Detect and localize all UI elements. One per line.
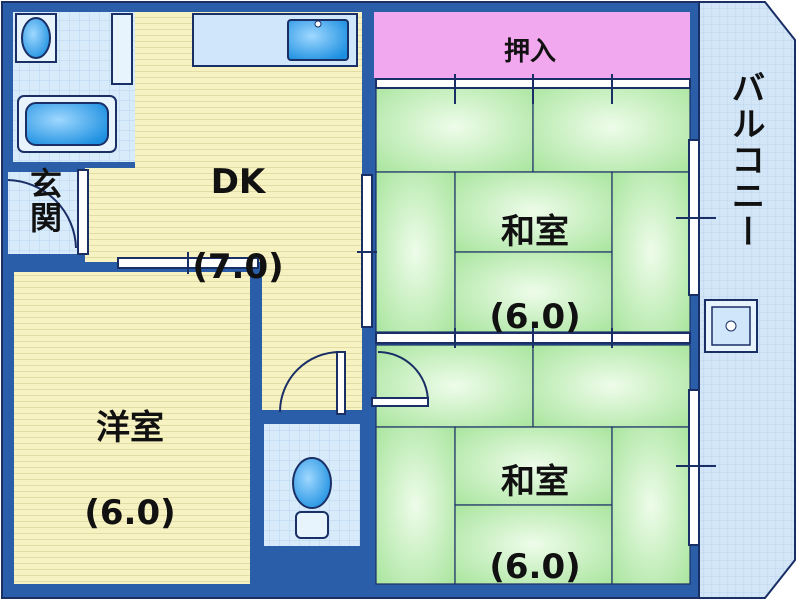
window-top	[676, 139, 716, 296]
fusuma-between-japanese-rooms	[375, 328, 691, 348]
fusuma-dk-japanese	[357, 174, 377, 328]
kitchen-sink-icon	[287, 19, 349, 61]
western-room-name: 洋室	[96, 407, 164, 448]
ac-outdoor-unit-icon	[704, 299, 758, 353]
japanese-room-top-name: 和室	[501, 211, 569, 252]
closet-label: 押入	[503, 37, 556, 67]
dk-floor	[85, 12, 362, 410]
japanese-room-bottom-size: (6.0)	[489, 546, 581, 587]
japanese-room-top-label: 和室 (6.0)	[465, 168, 605, 338]
balcony-label: バルコニー	[725, 70, 765, 250]
japanese-room-bottom-name: 和室	[501, 461, 569, 502]
toilet-icon	[292, 457, 332, 539]
closet-floor	[374, 12, 690, 78]
sliding-door-western	[117, 252, 259, 274]
washer-space	[111, 13, 133, 85]
dk-room-name: DK	[210, 161, 266, 202]
japanese-room-top-size: (6.0)	[489, 296, 581, 337]
japanese-room-bottom-label: 和室 (6.0)	[465, 418, 605, 588]
dk-room-size: (7.0)	[192, 246, 284, 287]
western-room-label: 洋室 (6.0)	[60, 364, 200, 534]
window-bottom	[676, 389, 716, 546]
entrance-door	[7, 169, 89, 255]
japanese-room-door	[371, 351, 429, 407]
entrance-label: 玄 関	[29, 165, 62, 237]
western-room-floor	[14, 272, 250, 584]
toilet-door	[279, 351, 346, 415]
dk-label: DK (7.0)	[168, 118, 308, 288]
closet-sliding-door	[375, 74, 691, 104]
western-room-size: (6.0)	[84, 492, 176, 533]
